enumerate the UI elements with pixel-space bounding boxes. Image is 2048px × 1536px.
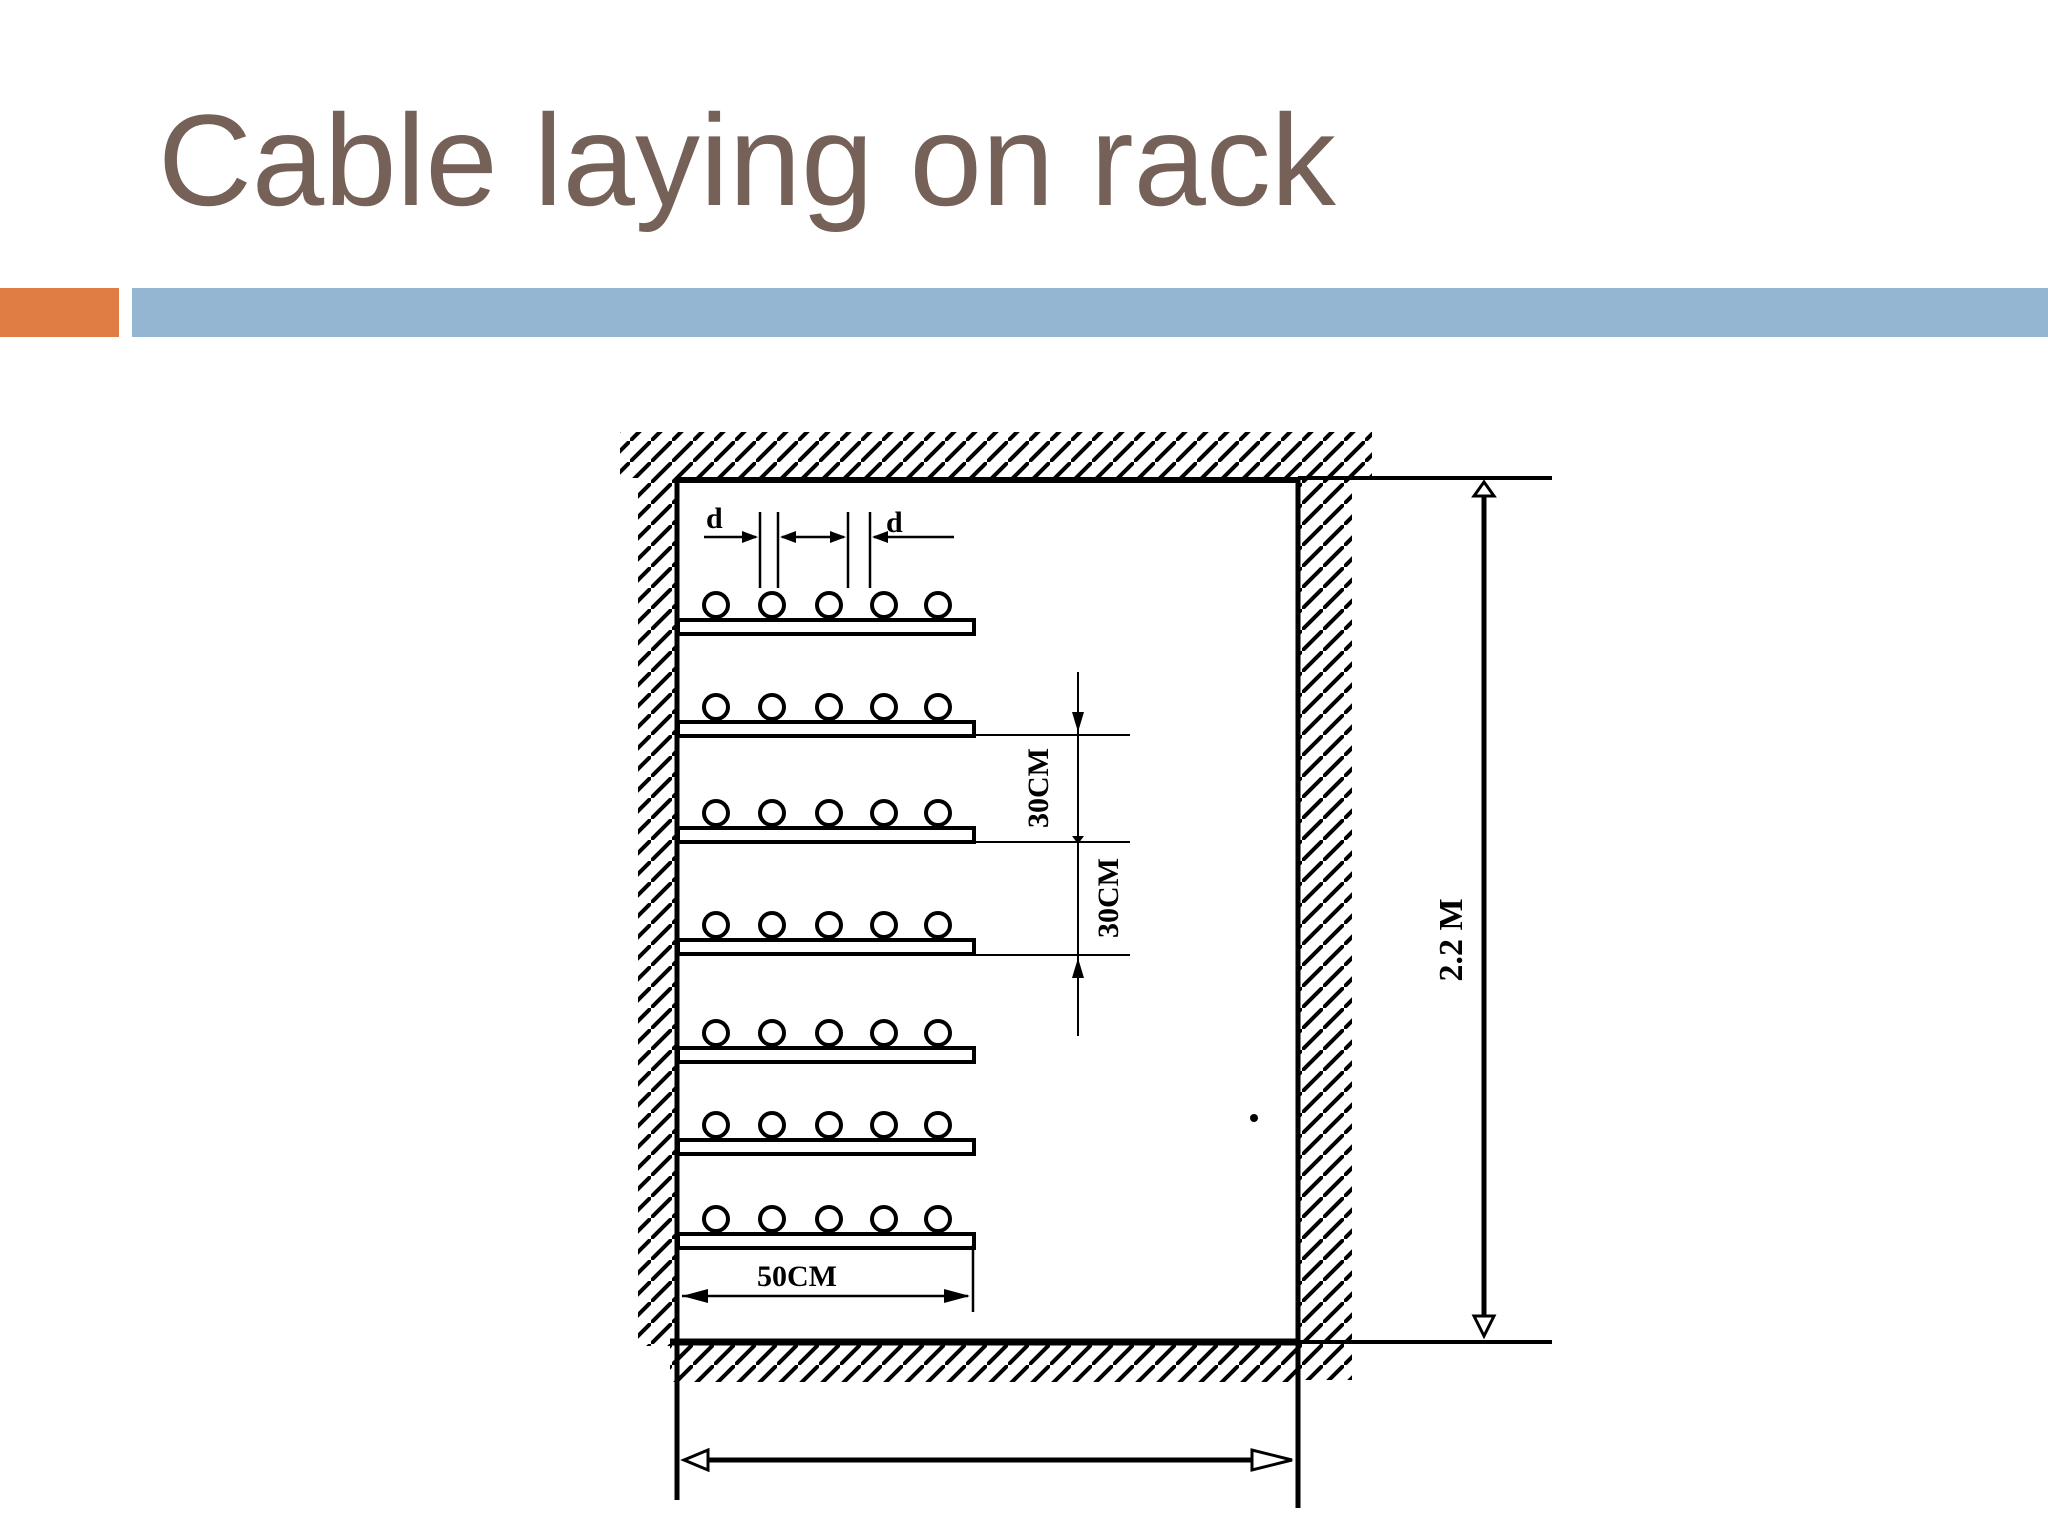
- cable: [702, 693, 730, 721]
- height-label: 2.2 M: [1433, 898, 1470, 981]
- cable: [702, 1111, 730, 1139]
- cable-tray: [676, 720, 976, 738]
- cable: [924, 1019, 952, 1047]
- tray-spacing-dimension: [970, 672, 1130, 1036]
- accent-bar: [0, 288, 119, 337]
- header-bar: [132, 288, 2048, 337]
- cable: [702, 591, 730, 619]
- cable: [815, 799, 843, 827]
- cable: [870, 591, 898, 619]
- cable: [702, 1205, 730, 1233]
- cable-tray: [676, 1046, 976, 1064]
- cable: [758, 1019, 786, 1047]
- stray-dot: [1250, 1114, 1258, 1122]
- left-wall-hatch: [638, 478, 676, 1346]
- cable: [758, 1111, 786, 1139]
- cable: [815, 1019, 843, 1047]
- room-outline: [670, 477, 1301, 1508]
- cable: [870, 1205, 898, 1233]
- cable: [870, 1019, 898, 1047]
- floor-hatch: [670, 1342, 1298, 1382]
- cable-trays: [676, 591, 976, 1250]
- cable: [924, 1111, 952, 1139]
- cable: [924, 591, 952, 619]
- cable: [815, 911, 843, 939]
- slide-title: Cable laying on rack: [158, 87, 1336, 233]
- height-dimension: [1298, 476, 1552, 1344]
- cable: [924, 693, 952, 721]
- cable-spacing-label-right: d: [886, 506, 903, 539]
- tray-depth-label: 50CM: [757, 1260, 837, 1293]
- width-dimension: [680, 1447, 1293, 1473]
- cable: [815, 693, 843, 721]
- cable-tray: [676, 826, 976, 844]
- cable: [815, 1111, 843, 1139]
- tray-depth-dimension: [682, 1245, 975, 1312]
- cable-spacing-dimension: [704, 512, 954, 588]
- cable: [924, 1205, 952, 1233]
- cable: [702, 1019, 730, 1047]
- cable: [870, 693, 898, 721]
- cable: [758, 591, 786, 619]
- cable: [924, 911, 952, 939]
- right-wall-hatch: [1298, 478, 1352, 1380]
- cable: [870, 799, 898, 827]
- cable: [924, 799, 952, 827]
- hatched-walls: [620, 432, 1372, 1382]
- ceiling-hatch: [620, 432, 1372, 478]
- cable-spacing-label-left: d: [706, 502, 723, 535]
- cable: [870, 1111, 898, 1139]
- cable-tray: [676, 1232, 976, 1250]
- cable: [758, 1205, 786, 1233]
- cable: [870, 911, 898, 939]
- cable: [758, 911, 786, 939]
- cable: [758, 799, 786, 827]
- cable: [815, 1205, 843, 1233]
- tray-spacing-label-upper: 30CM: [1022, 748, 1055, 828]
- cable: [702, 911, 730, 939]
- cable-tray: [676, 618, 976, 636]
- cable-tray: [676, 1138, 976, 1156]
- cable-tray: [676, 938, 976, 956]
- cable: [815, 591, 843, 619]
- cable: [758, 693, 786, 721]
- tray-spacing-label-lower: 30CM: [1092, 858, 1125, 938]
- cable: [702, 799, 730, 827]
